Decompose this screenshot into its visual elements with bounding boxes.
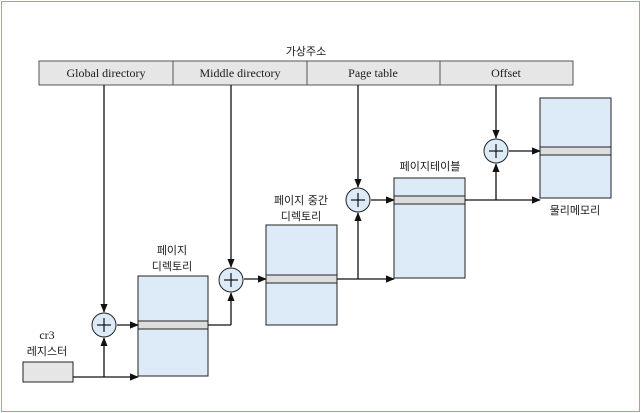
page-table-box: [393, 177, 466, 279]
middle-directory-label-1: 페이지 중간: [274, 194, 328, 207]
field-offset-box: [439, 60, 574, 86]
adder-2: [218, 267, 244, 293]
cr3-register: [22, 361, 74, 383]
middle-directory-label-2: 디렉토리: [281, 210, 321, 223]
page-table-entry: [393, 195, 466, 205]
virtual-address-title: 가상주소: [286, 45, 326, 58]
page-directory-label-2: 디렉토리: [152, 260, 192, 273]
page-directory-label-1: 페이지: [157, 244, 187, 257]
register-name: cr3: [39, 328, 54, 342]
field-offset-label: Offset: [491, 66, 521, 80]
field-page-table-label: Page table: [348, 66, 398, 80]
physical-memory-entry: [539, 146, 612, 156]
virtual-address-bar: Global directory Middle directory Page t…: [38, 60, 574, 86]
field-middle-directory-label: Middle directory: [200, 66, 281, 80]
middle-directory-entry: [265, 274, 338, 284]
field-global-directory-label: Global directory: [67, 66, 146, 80]
connection-wires: [73, 85, 541, 381]
field-global-directory-box: [38, 60, 174, 86]
adder-4: [483, 138, 509, 164]
register-desc: 레지스터: [27, 345, 67, 358]
adder-1: [91, 312, 117, 338]
field-middle-directory-box: [172, 60, 308, 86]
physical-memory-label: 물리메모리: [550, 204, 601, 217]
adder-3: [345, 187, 371, 213]
page-table-label: 페이지테이블: [400, 160, 461, 173]
page-directory-entry: [137, 320, 209, 330]
